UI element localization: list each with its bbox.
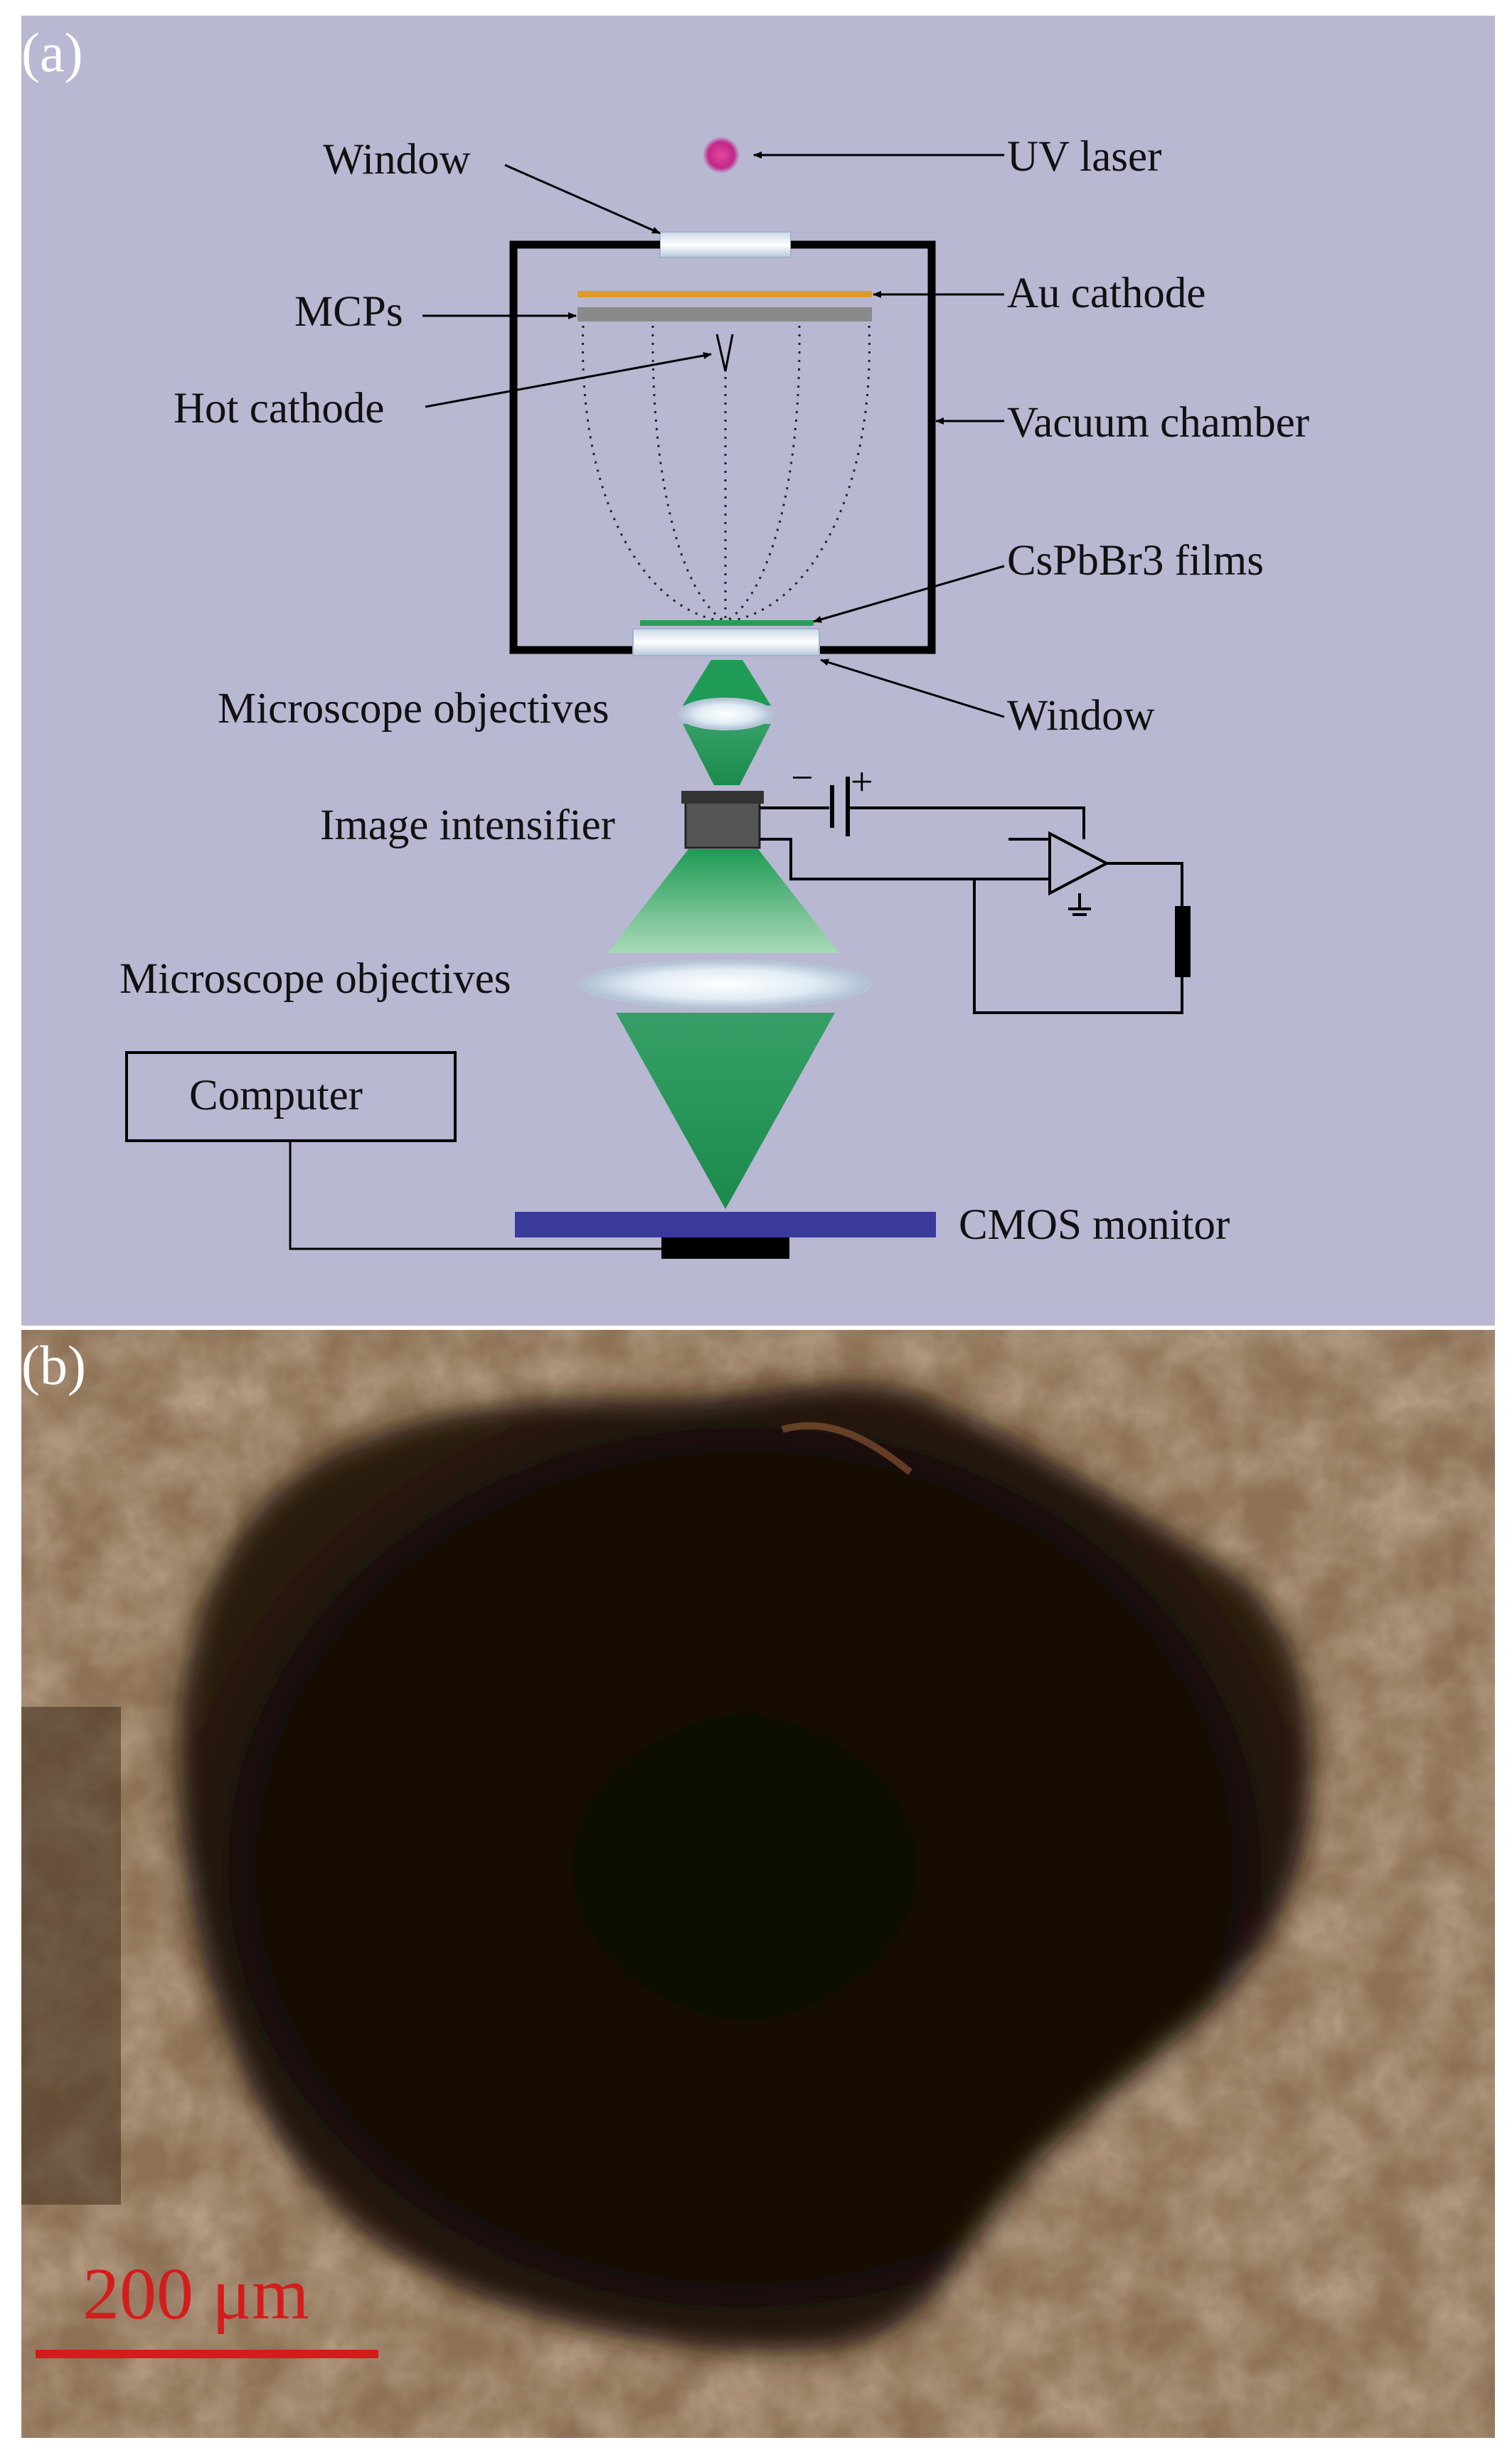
top-window <box>659 231 792 258</box>
dark-hole <box>176 1383 1313 2352</box>
computer-cable <box>289 1141 661 1250</box>
label-window-bottom: Window <box>1007 692 1155 740</box>
green-beam-1-upper <box>683 660 771 705</box>
scale-bar-label: 200 μm <box>82 2253 309 2335</box>
label-microscope-objectives-1: Microscope objectives <box>218 685 609 733</box>
battery-minus: − <box>791 756 814 800</box>
label-hot-cathode: Hot cathode <box>174 385 384 432</box>
label-image-intensifier: Image intensifier <box>320 802 615 849</box>
circuit-resistor <box>1175 906 1191 977</box>
label-au-cathode: Au cathode <box>1007 270 1205 317</box>
panel-a-tag: (a) <box>21 21 83 83</box>
green-beam-2-upper <box>607 849 839 953</box>
green-beam-1-lower <box>683 724 771 785</box>
au-cathode-layer <box>577 291 872 297</box>
hole-edge-highlight <box>781 1422 913 1475</box>
label-microscope-objectives-2: Microscope objectives <box>119 955 511 1003</box>
green-beam-2-lower <box>616 1013 835 1209</box>
label-cspbbr3-films: CsPbBr3 films <box>1007 537 1264 585</box>
label-cmos-monitor: CMOS monitor <box>959 1201 1230 1249</box>
bottom-window <box>632 628 820 656</box>
label-uv-laser: UV laser <box>1007 133 1161 181</box>
circuit <box>760 777 1183 1014</box>
image-intensifier-top <box>681 791 764 804</box>
hot-cathode-filament <box>715 334 734 372</box>
cmos-monitor-bar <box>515 1212 936 1237</box>
microscope-objective-1 <box>678 698 773 730</box>
label-mcps: MCPs <box>294 288 403 336</box>
battery-plus: + <box>851 760 873 804</box>
panel-a: (a) <box>21 16 1495 1326</box>
uv-laser-spot <box>703 137 740 174</box>
label-computer: Computer <box>189 1072 363 1119</box>
label-window-top: Window <box>323 136 471 183</box>
microscope-objective-2 <box>580 959 871 1009</box>
panel-b-left-shade <box>21 1707 121 2205</box>
electron-trajectories <box>581 325 871 623</box>
panel-b-tag: (b) <box>21 1334 86 1396</box>
mcp-plate <box>577 307 872 321</box>
cspbbr3-film <box>640 620 814 626</box>
panel-b: (b) 200 μm <box>21 1330 1495 2438</box>
scale-bar <box>36 2350 378 2358</box>
label-vacuum-chamber: Vacuum chamber <box>1007 399 1309 447</box>
leader-lines <box>422 151 1005 718</box>
cmos-sensor-base <box>661 1237 789 1259</box>
